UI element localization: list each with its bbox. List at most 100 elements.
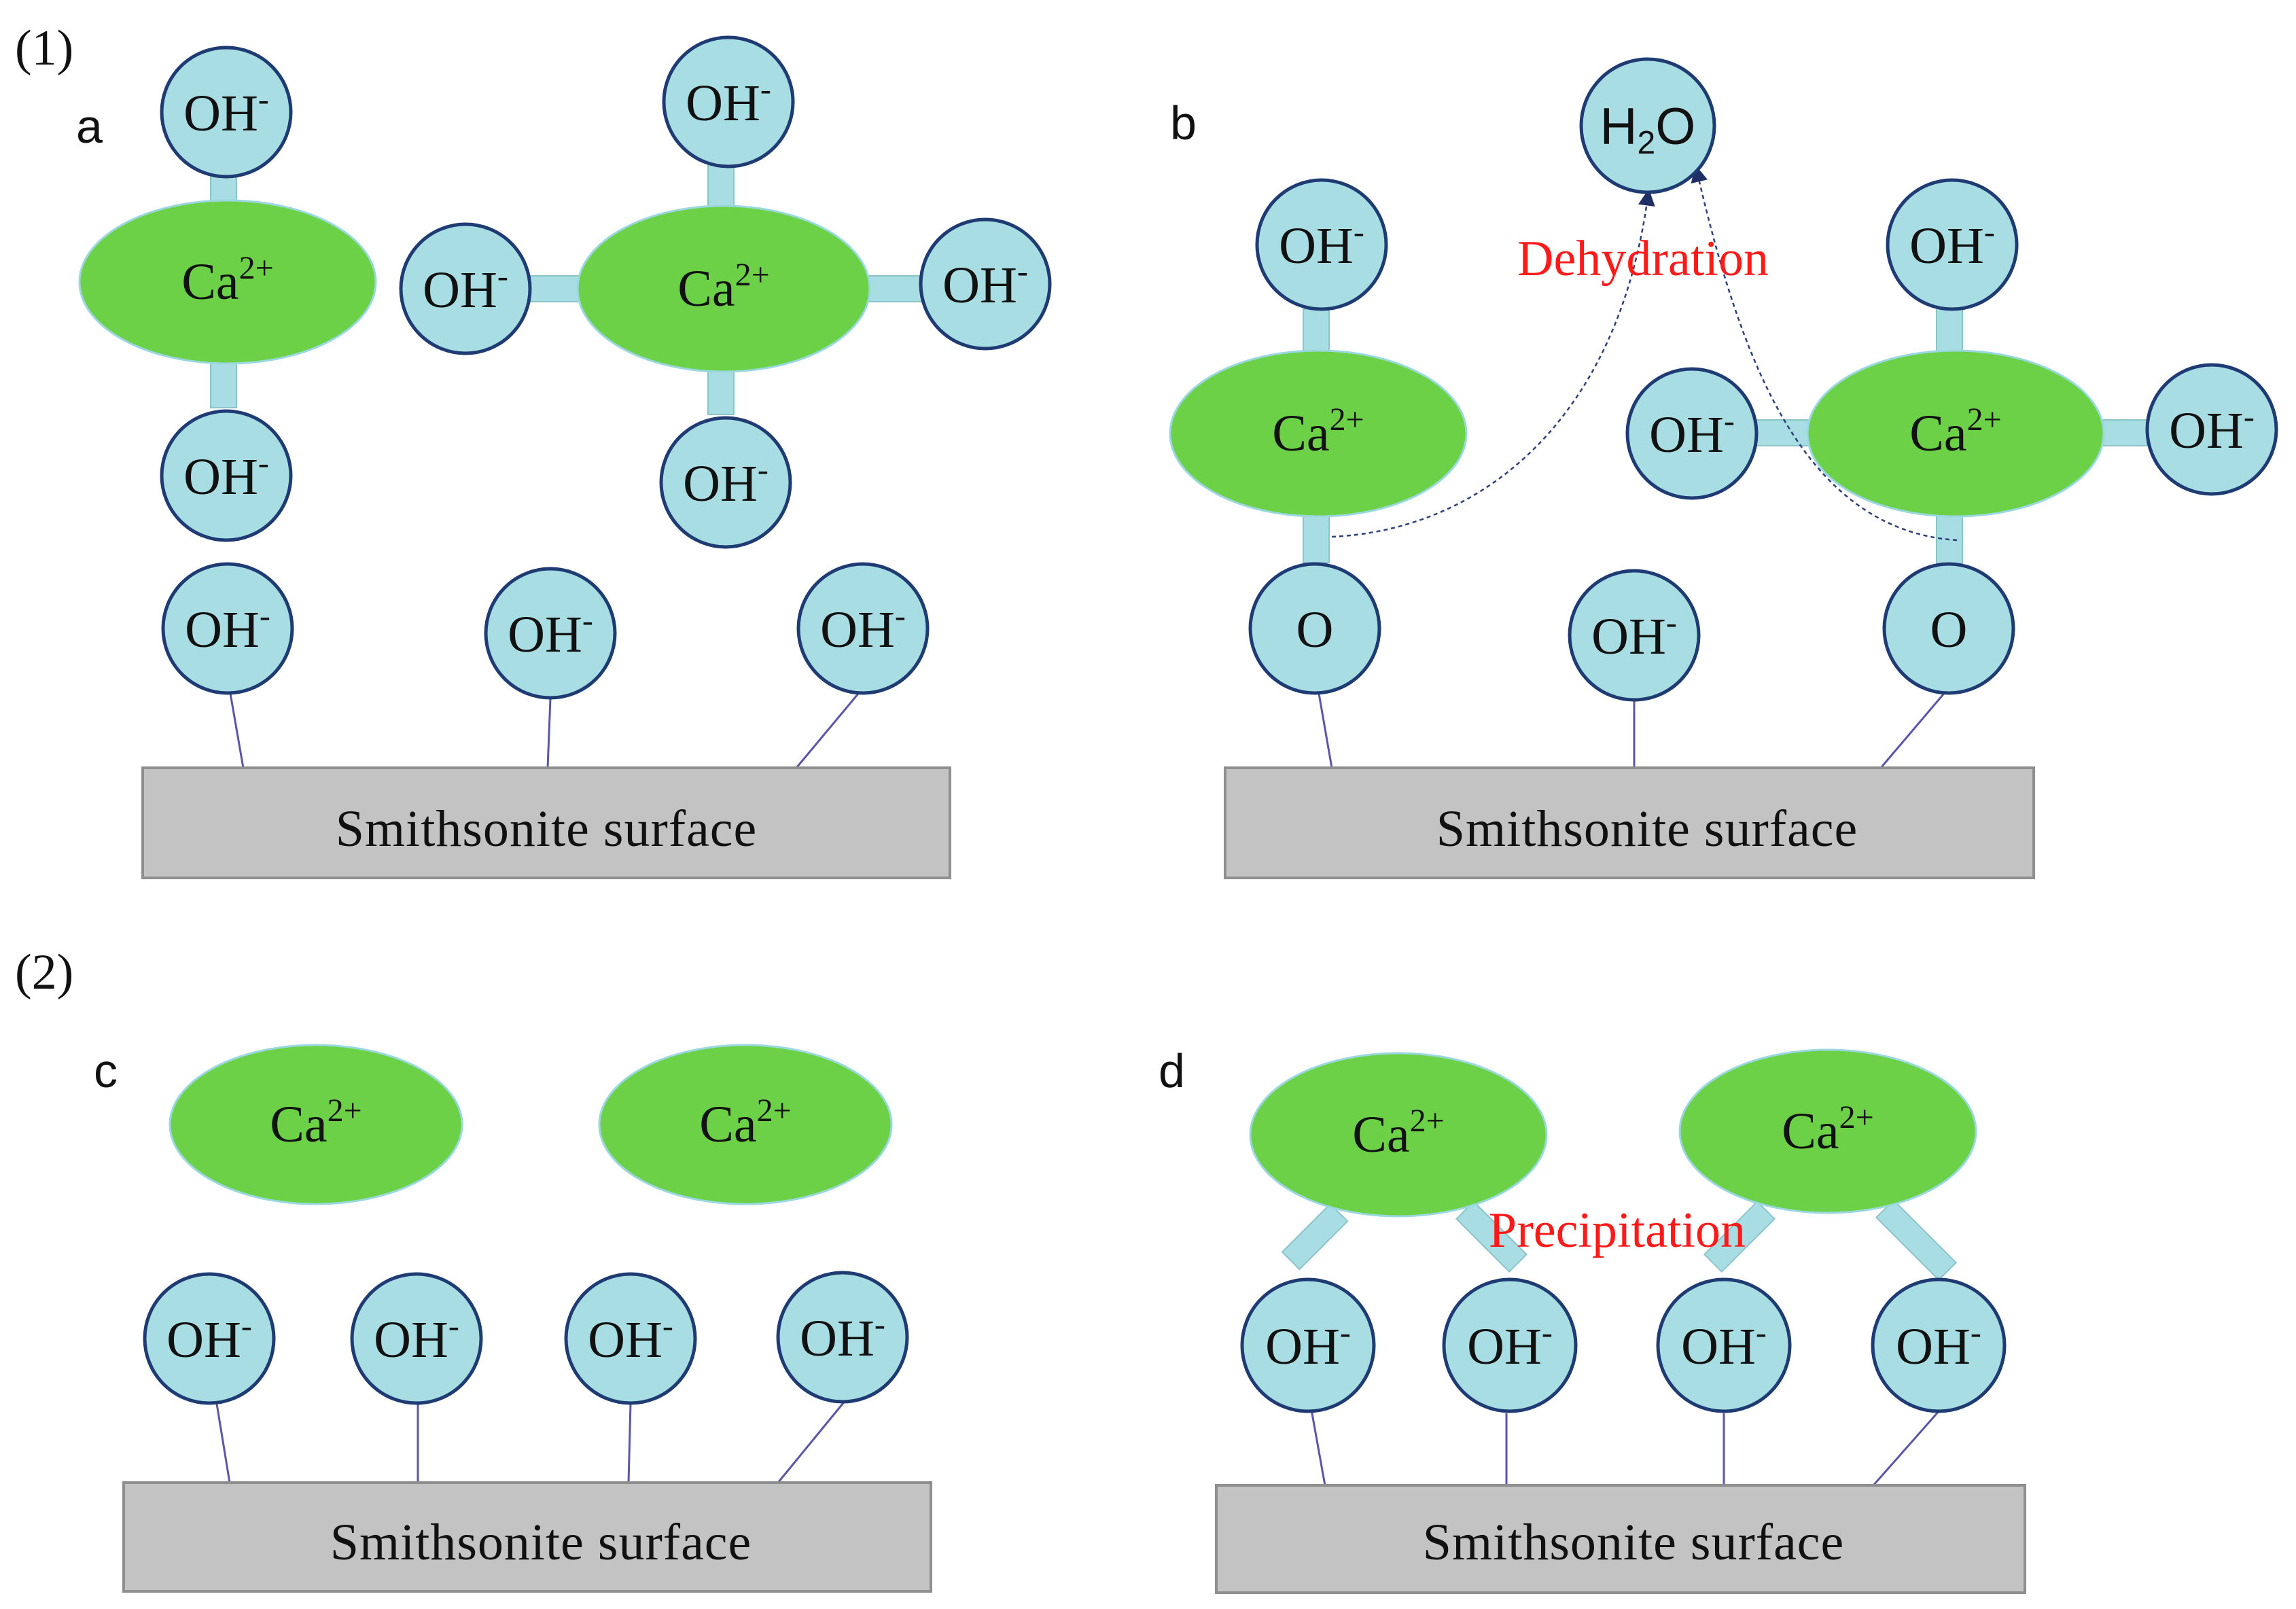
svg-text:OH-: OH-	[2169, 399, 2255, 459]
hydroxide-ion: OH-	[1255, 178, 1388, 311]
svg-text:Ca2+: Ca2+	[699, 1093, 792, 1153]
svg-text:Ca2+: Ca2+	[1782, 1099, 1874, 1160]
svg-text:OH-: OH-	[374, 1308, 459, 1368]
bond	[1703, 1200, 1776, 1273]
bond	[1303, 514, 1330, 563]
surface-hydroxide: OH-	[484, 567, 617, 700]
bond	[1936, 509, 1963, 565]
surface-hydroxide: OH-	[564, 1272, 697, 1405]
tether-line	[215, 1399, 231, 1483]
panel-b-letter: b	[1170, 96, 1197, 149]
svg-text:Ca2+: Ca2+	[1352, 1103, 1445, 1163]
smithsonite-surface	[122, 1481, 932, 1593]
hydroxide-ion: OH-	[1886, 178, 2019, 311]
precipitation-label: Precipitation	[1489, 1203, 1746, 1258]
part-2-label: (2)	[15, 944, 73, 1000]
svg-text:OH-: OH-	[800, 1307, 885, 1367]
surface-hydroxide: OH-	[350, 1272, 483, 1405]
svg-text:OH-: OH-	[1279, 214, 1364, 275]
svg-text:OH-: OH-	[942, 253, 1028, 314]
svg-text:OH-: OH-	[166, 1308, 252, 1368]
smithsonite-surface	[1215, 1484, 2026, 1594]
hydroxide-ion: OH-	[919, 217, 1052, 351]
bond	[210, 358, 237, 408]
bond	[1936, 305, 1963, 357]
hydroxide-ion: OH-	[160, 46, 293, 179]
smithsonite-surface	[141, 766, 951, 879]
surface-hydroxide: OH-	[776, 1271, 909, 1404]
bond	[2096, 419, 2148, 446]
surface-hydroxide: OH-	[1656, 1277, 1792, 1413]
surface-hydroxide: OH-	[796, 562, 930, 695]
surface-hydroxide: OH-	[1240, 1277, 1376, 1413]
surface-label: Smithsonite surface	[336, 800, 758, 857]
calcium-ion: Ca2+	[1249, 1052, 1548, 1218]
hydroxide-ion: OH-	[662, 35, 795, 169]
panel-d-letter: d	[1159, 1044, 1185, 1097]
svg-text:OH-: OH-	[1896, 1315, 1981, 1375]
surface-hydroxide: OH-	[1568, 569, 1701, 702]
panel-c-letter: c	[94, 1044, 118, 1097]
surface-label: Smithsonite surface	[1423, 1514, 1845, 1571]
svg-text:Ca2+: Ca2+	[181, 250, 274, 311]
smithsonite-surface	[1224, 766, 2035, 879]
calcium-ion: Ca2+	[1169, 349, 1468, 518]
panel-c: Smithsonite surface Ca2+ Ca2+ OH- OH- OH…	[122, 1044, 932, 1593]
hydroxide-ion: OH-	[160, 409, 293, 542]
calcium-ion: Ca2+	[576, 205, 871, 373]
dehydration-arrow	[1331, 188, 1655, 538]
svg-text:OH-: OH-	[183, 82, 269, 142]
bond	[1281, 1203, 1349, 1271]
surface-hydroxide: OH-	[1442, 1277, 1578, 1413]
dehydration-arrow	[1691, 164, 1958, 542]
svg-text:OH-: OH-	[185, 598, 270, 658]
svg-text:Ca2+: Ca2+	[1909, 402, 2002, 462]
panel-d: Smithsonite surface Ca2+ Ca2+ Precipitat…	[1215, 1048, 2026, 1594]
hydroxide-ion: OH-	[1625, 367, 1759, 500]
bond	[707, 365, 735, 415]
svg-text:O: O	[1296, 601, 1334, 658]
surface-label: Smithsonite surface	[330, 1514, 752, 1571]
svg-text:OH-: OH-	[1681, 1315, 1767, 1375]
panel-a: Smithsonite surface Ca2+ Ca2+ OH- OH- OH…	[78, 35, 1052, 879]
bond	[868, 275, 923, 302]
surface-label: Smithsonite surface	[1436, 800, 1858, 857]
surface-hydroxide: OH-	[1871, 1277, 2007, 1413]
hydroxide-ion: OH-	[399, 222, 532, 355]
tether-line	[1872, 1409, 1941, 1486]
svg-text:OH-: OH-	[1649, 403, 1735, 463]
svg-text:OH-: OH-	[1909, 214, 1995, 275]
bond	[1756, 419, 1815, 446]
panel-a-letter: a	[76, 100, 103, 153]
svg-text:Ca2+: Ca2+	[270, 1093, 362, 1153]
svg-text:OH-: OH-	[183, 445, 269, 506]
svg-text:OH-: OH-	[686, 71, 771, 132]
calcium-ion: Ca2+	[78, 199, 377, 365]
dehydration-label: Dehydration	[1517, 231, 1769, 287]
calcium-ion: Ca2+	[169, 1044, 463, 1205]
svg-text:H2O: H2O	[1600, 98, 1696, 161]
svg-text:OH-: OH-	[683, 452, 769, 512]
svg-text:OH-: OH-	[1467, 1315, 1553, 1375]
tether-line	[546, 698, 552, 768]
svg-text:OH-: OH-	[1591, 605, 1677, 665]
svg-text:O: O	[1930, 601, 1968, 658]
svg-text:OH-: OH-	[423, 258, 508, 319]
tether-line	[795, 689, 863, 768]
surface-oxygen: O	[1882, 562, 2015, 695]
tether-line	[1879, 686, 1951, 768]
svg-text:Ca2+: Ca2+	[1272, 402, 1364, 462]
tether-line	[627, 1402, 632, 1483]
hydroxide-ion: OH-	[2145, 363, 2278, 496]
tether-line	[1310, 1409, 1326, 1486]
calcium-ion: Ca2+	[1806, 349, 2105, 518]
bond	[1875, 1199, 1958, 1281]
panel-b: Smithsonite surface Ca2+ Ca2+ H2O Dehydr…	[1169, 57, 2278, 879]
calcium-ion: Ca2+	[1678, 1048, 1977, 1214]
bond	[1455, 1200, 1528, 1273]
water-molecule: H2O	[1579, 57, 1716, 194]
tether-line	[228, 689, 245, 768]
calcium-ion: Ca2+	[598, 1044, 893, 1205]
svg-text:OH-: OH-	[820, 598, 906, 658]
